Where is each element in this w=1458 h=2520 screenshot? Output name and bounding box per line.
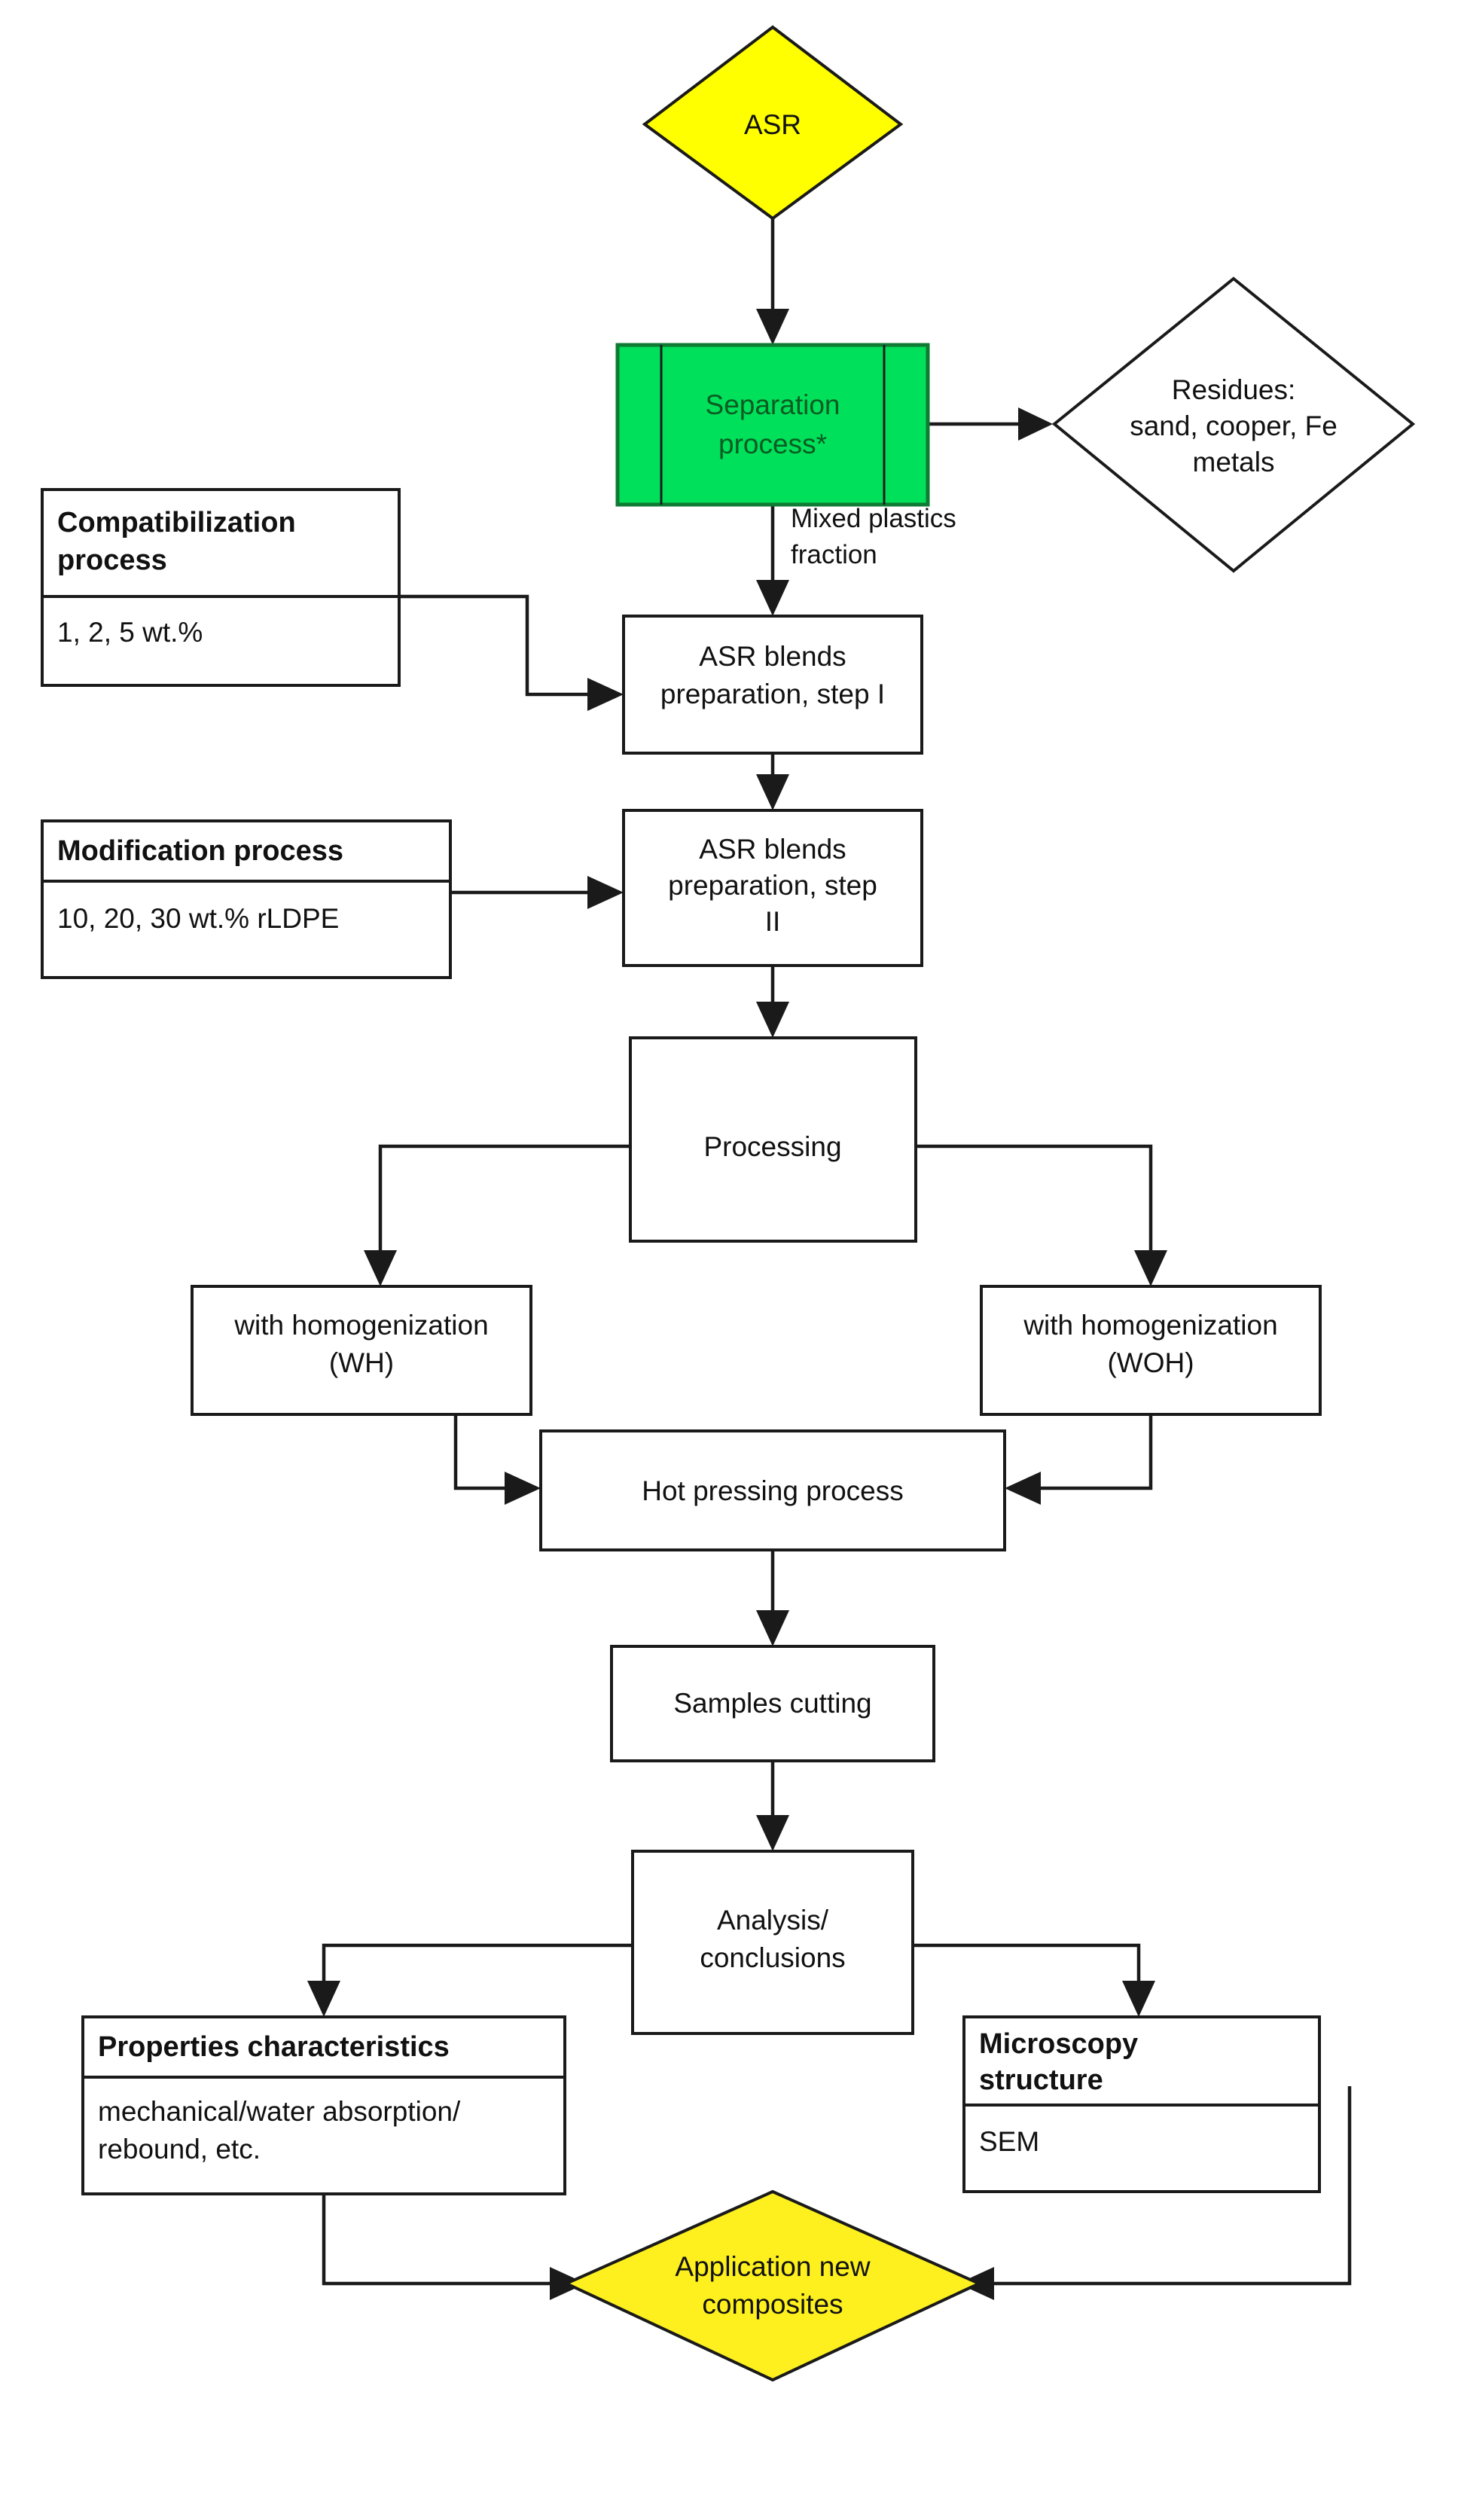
node-with-homogenization-woh[interactable]: with homogenization (WOH) xyxy=(980,1285,1322,1416)
node-properties-body-line1: mechanical/water absorption/ xyxy=(98,2096,461,2127)
node-with-homogenization-wh[interactable]: with homogenization (WH) xyxy=(191,1285,532,1416)
node-blends-step-1-line2: preparation, step I xyxy=(660,679,885,709)
node-modification-header: Modification process xyxy=(57,835,343,867)
node-compatibilization-process[interactable]: Compatibilization process 1, 2, 5 wt.% xyxy=(41,488,401,687)
edge-analysis-to-microscopy xyxy=(913,1943,1155,2017)
node-properties-header: Properties characteristics xyxy=(98,2031,450,2063)
node-modification-process[interactable]: Modification process 10, 20, 30 wt.% rLD… xyxy=(41,819,452,979)
node-modification-body: 10, 20, 30 wt.% rLDPE xyxy=(57,903,339,934)
node-separation-label-line2: process* xyxy=(718,429,827,459)
node-microscopy-structure[interactable]: Microscopy structure SEM xyxy=(962,2015,1321,2193)
node-compatibilization-header-line2: process xyxy=(57,545,167,576)
node-analysis-line2: conclusions xyxy=(700,1942,845,1973)
edge-processing-to-wh xyxy=(364,1144,630,1286)
node-samples-cutting[interactable]: Samples cutting xyxy=(610,1645,935,1762)
edge-analysis-to-properties xyxy=(307,1943,633,2017)
node-processing[interactable]: Processing xyxy=(629,1036,917,1243)
node-analysis-line1: Analysis/ xyxy=(717,1905,829,1936)
node-separation-process[interactable]: Separation process* xyxy=(615,343,930,507)
node-analysis-conclusions[interactable]: Analysis/ conclusions xyxy=(631,1850,914,2035)
node-wh-line1: with homogenization xyxy=(233,1310,488,1341)
edge-label-mixed-plastics-line2: fraction xyxy=(791,540,877,569)
node-microscopy-body: SEM xyxy=(979,2126,1039,2157)
node-application-line1: Application new xyxy=(675,2251,870,2282)
node-compatibilization-header-line1: Compatibilization xyxy=(57,507,296,538)
node-hot-pressing-label: Hot pressing process xyxy=(642,1475,904,1506)
node-blends-step-1-line1: ASR blends xyxy=(699,641,846,672)
node-microscopy-header-line1: Microscopy xyxy=(979,2028,1138,2060)
edge-blends2-to-processing xyxy=(756,966,789,1038)
node-residues-line2: sand, cooper, Fe xyxy=(1130,410,1338,441)
node-application-new-composites[interactable]: Application new composites xyxy=(563,2189,983,2382)
node-asr-label: ASR xyxy=(744,109,801,140)
edge-woh-to-hot-pressing xyxy=(1005,1414,1153,1505)
node-properties-body-line2: rebound, etc. xyxy=(98,2134,261,2165)
edge-blends1-to-blends2 xyxy=(756,753,789,810)
edge-compatibilization-to-blends1 xyxy=(399,594,624,711)
node-asr[interactable]: ASR xyxy=(642,25,904,221)
edge-label-mixed-plastics-line1: Mixed plastics xyxy=(791,504,956,533)
edge-hot-pressing-to-cutting xyxy=(756,1550,789,1646)
edge-properties-to-application xyxy=(322,2194,586,2300)
node-samples-cutting-label: Samples cutting xyxy=(673,1688,871,1719)
edge-asr-to-separation xyxy=(756,218,789,345)
node-blends-step-2-line3: II xyxy=(765,906,781,937)
edge-separation-to-residues xyxy=(928,407,1053,441)
node-hot-pressing-process[interactable]: Hot pressing process xyxy=(539,1429,1006,1551)
edge-label-mixed-plastics: Mixed plastics fraction xyxy=(791,504,956,569)
node-blends-step-2[interactable]: ASR blends preparation, step II xyxy=(622,809,923,967)
node-residues-line3: metals xyxy=(1193,447,1275,477)
node-blends-step-2-line1: ASR blends xyxy=(699,834,846,865)
edge-separation-to-blends1 xyxy=(756,505,789,616)
edge-modification-to-blends2 xyxy=(450,876,624,909)
node-properties-characteristics[interactable]: Properties characteristics mechanical/wa… xyxy=(81,2015,566,2195)
node-woh-line2: (WOH) xyxy=(1107,1347,1194,1378)
edge-processing-to-woh xyxy=(916,1144,1167,1286)
edge-wh-to-hot-pressing xyxy=(453,1414,541,1505)
node-separation-label-line1: Separation xyxy=(706,389,840,420)
node-residues-line1: Residues: xyxy=(1172,374,1296,405)
node-woh-line1: with homogenization xyxy=(1023,1310,1277,1341)
node-blends-step-1[interactable]: ASR blends preparation, step I xyxy=(622,615,923,755)
edge-cutting-to-analysis xyxy=(756,1761,789,1851)
node-wh-line2: (WH) xyxy=(329,1347,394,1378)
node-compatibilization-body: 1, 2, 5 wt.% xyxy=(57,617,203,648)
node-blends-step-2-line2: preparation, step xyxy=(668,870,877,901)
node-application-line2: composites xyxy=(702,2289,843,2320)
node-processing-label: Processing xyxy=(703,1131,841,1162)
node-microscopy-header-line2: structure xyxy=(979,2064,1103,2096)
node-residues[interactable]: Residues: sand, cooper, Fe metals xyxy=(1051,276,1416,573)
